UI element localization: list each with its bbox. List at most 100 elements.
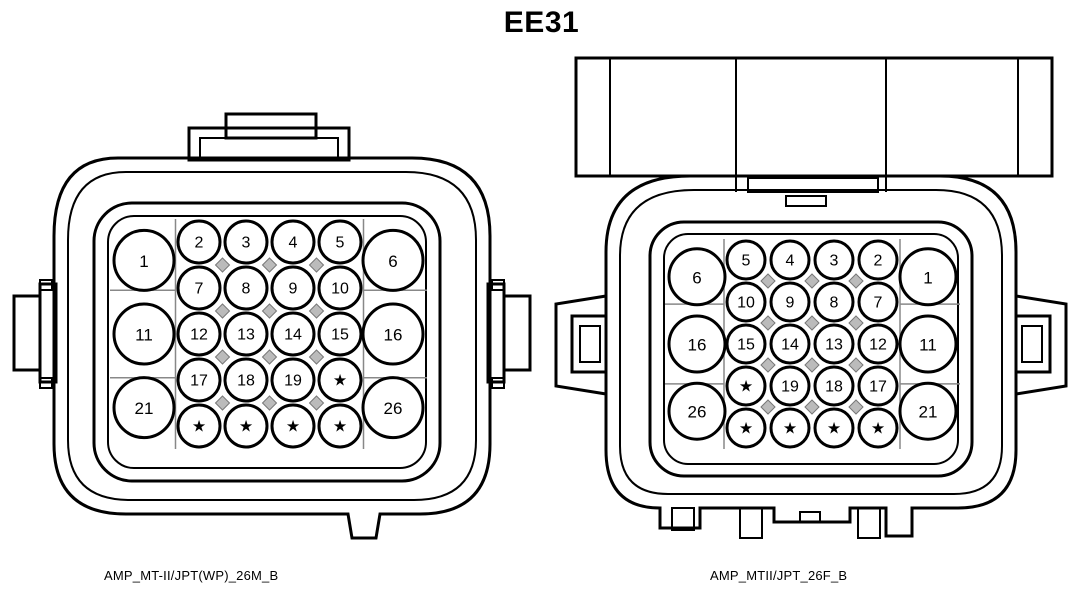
pin-circle [667, 381, 727, 441]
pin-circle [898, 381, 958, 441]
pin-label: 4 [289, 235, 298, 252]
pin-circle [112, 302, 176, 366]
pin-circle [769, 365, 811, 407]
pin-key-diamond [848, 273, 864, 289]
connector-pin: 16 [361, 302, 425, 366]
pin-label: 11 [919, 336, 937, 355]
pin-label: 1 [139, 252, 148, 271]
pin-key-diamond [804, 357, 820, 373]
pin-label: ★ [783, 421, 797, 438]
connector-pin: 19 [769, 365, 811, 407]
connector-pin: 18 [223, 357, 269, 403]
pin-circle [857, 407, 899, 449]
pin-circle [725, 323, 767, 365]
pin-label: 5 [336, 235, 345, 252]
pin-label: ★ [286, 419, 300, 436]
connector-pin: 21 [898, 381, 958, 441]
connector-pin: 3 [223, 219, 269, 265]
pin-circle [317, 265, 363, 311]
connector-pin: ★ [176, 403, 222, 449]
connector-pin: 10 [725, 281, 767, 323]
pin-circle [176, 311, 222, 357]
pin-label: ★ [192, 419, 206, 436]
pin-label: 14 [781, 337, 799, 354]
pin-label: 7 [874, 295, 883, 312]
pin-label: 13 [825, 337, 843, 354]
pin-circle [270, 265, 316, 311]
pin-circle [361, 228, 425, 292]
pin-key-diamond [261, 349, 278, 365]
pin-circle [270, 311, 316, 357]
pin-key-diamond [261, 303, 278, 319]
connector-pin: ★ [857, 407, 899, 449]
pin-key-diamond [848, 399, 864, 415]
pin-circle [176, 357, 222, 403]
pin-label: 17 [190, 373, 208, 390]
pin-label: 21 [919, 403, 938, 422]
connector-pin: 12 [857, 323, 899, 365]
pin-label: 2 [874, 253, 883, 270]
pin-circle [223, 403, 269, 449]
pin-label: 21 [135, 399, 154, 418]
connector-pin: ★ [813, 407, 855, 449]
connector-pin: 21 [112, 376, 176, 440]
pin-label: 6 [388, 252, 397, 271]
connector-pin: 9 [769, 281, 811, 323]
pin-label: 10 [331, 281, 349, 298]
pin-circle [769, 281, 811, 323]
pin-circle [857, 281, 899, 323]
connector-pin: ★ [725, 365, 767, 407]
pin-circle [857, 323, 899, 365]
pin-key-diamond [214, 303, 231, 319]
pin-label: 11 [135, 326, 153, 345]
pin-label: 8 [830, 295, 839, 312]
connector-pin: 15 [317, 311, 363, 357]
pin-label: ★ [333, 419, 347, 436]
pin-circle [361, 302, 425, 366]
pin-key-diamond [848, 315, 864, 331]
pin-circle [769, 323, 811, 365]
pin-label: 16 [384, 326, 403, 345]
pin-circle [270, 219, 316, 265]
pin-circle [112, 376, 176, 440]
pin-circle [176, 219, 222, 265]
connector-pin: 26 [361, 376, 425, 440]
pin-circle [223, 219, 269, 265]
pin-label: ★ [239, 419, 253, 436]
pin-label: 9 [786, 295, 795, 312]
connector-pin: 11 [112, 302, 176, 366]
pin-label: 9 [289, 281, 298, 298]
pin-key-diamond [804, 399, 820, 415]
pin-key-diamond [760, 357, 776, 373]
pin-key-diamond [804, 273, 820, 289]
connector-pin: 5 [317, 219, 363, 265]
pin-circle [813, 365, 855, 407]
right-connector-caption: AMP_MTII/JPT_26F_B [710, 568, 848, 583]
pin-key-diamond [308, 395, 325, 411]
pin-label: 5 [742, 253, 751, 270]
connector-pin: 8 [223, 265, 269, 311]
pin-label: ★ [871, 421, 885, 438]
connector-pin: ★ [725, 407, 767, 449]
connector-pin: ★ [317, 403, 363, 449]
connector-pin: 12 [176, 311, 222, 357]
connector-pin: 17 [176, 357, 222, 403]
pin-label: 12 [869, 337, 887, 354]
right-connector-housing [554, 56, 1068, 539]
pin-circle [112, 228, 176, 292]
pin-label: 18 [237, 373, 255, 390]
pin-circle [725, 365, 767, 407]
pin-label: ★ [333, 373, 347, 390]
pin-label: ★ [739, 421, 753, 438]
pin-label: 18 [825, 379, 843, 396]
pin-label: 10 [737, 295, 755, 312]
pin-circle [813, 323, 855, 365]
pin-circle [270, 357, 316, 403]
connector-pin: ★ [223, 403, 269, 449]
pin-circle [317, 357, 363, 403]
connector-pin: 7 [857, 281, 899, 323]
connector-pin: 13 [223, 311, 269, 357]
connector-pin: 14 [769, 323, 811, 365]
pin-circle [176, 403, 222, 449]
